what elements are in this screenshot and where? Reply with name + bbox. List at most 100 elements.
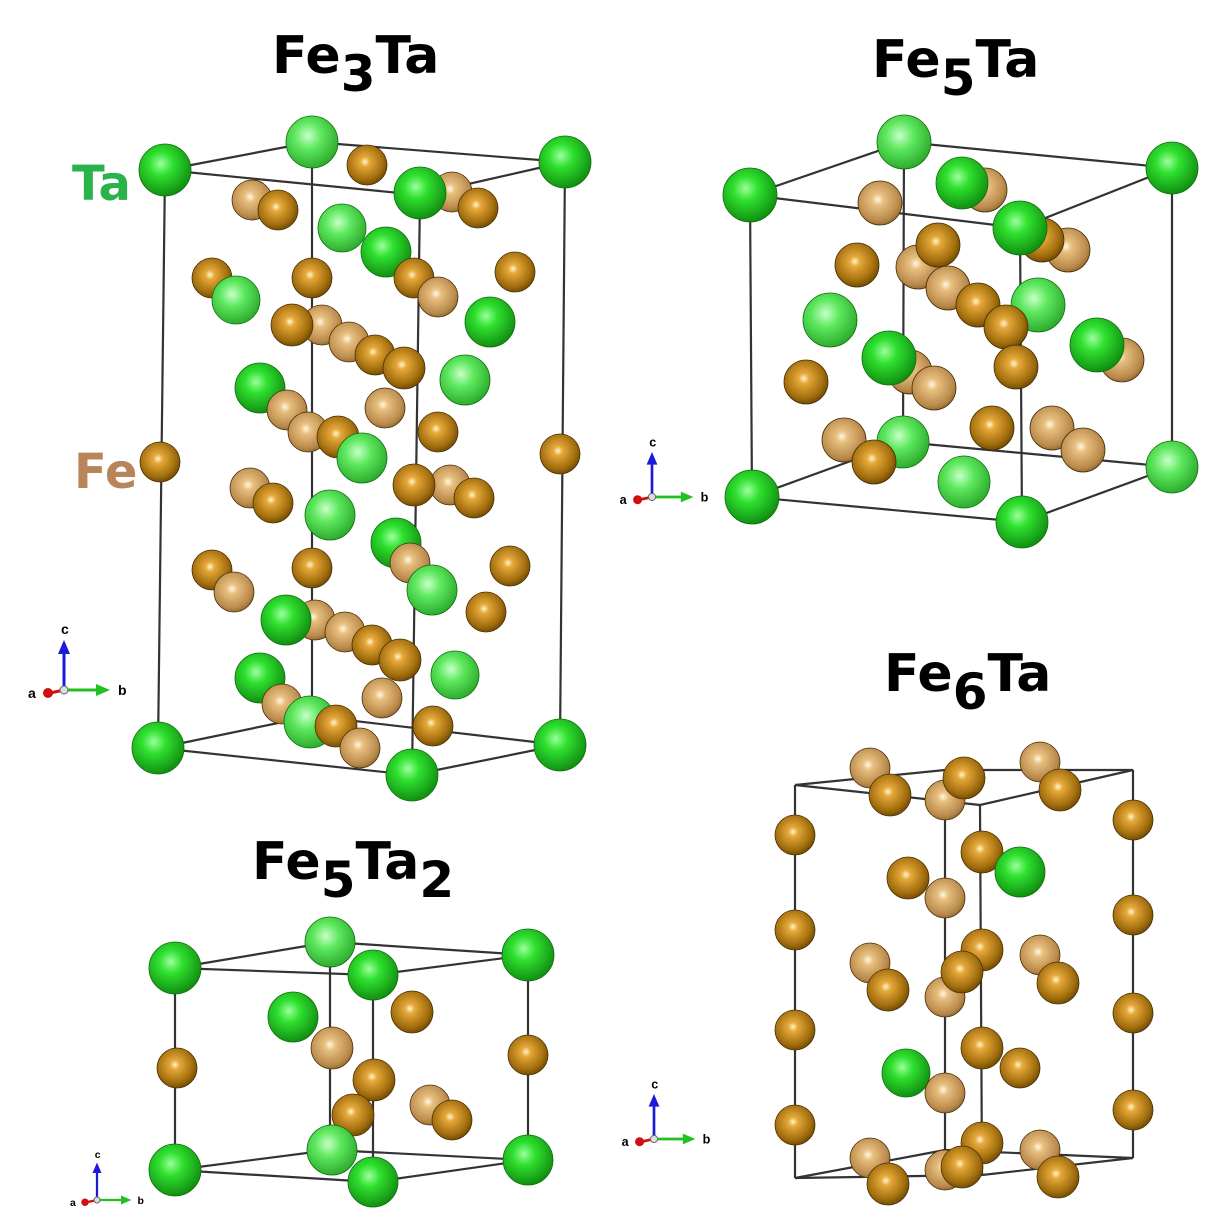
- fe-atom: [774, 1104, 816, 1146]
- ta-atom: [138, 143, 192, 197]
- triad-origin: [647, 492, 657, 502]
- fe-atom: [1112, 992, 1154, 1034]
- b-axis-label: b: [703, 1133, 711, 1147]
- fe-atom: [257, 189, 299, 231]
- ta-atom: [347, 949, 399, 1001]
- ta-atom: [306, 1124, 358, 1176]
- ta-atom: [1145, 440, 1199, 494]
- fe-atom: [213, 571, 255, 613]
- fe-atom: [412, 705, 454, 747]
- cell-edge: [372, 1158, 529, 1184]
- title-fe3ta: Fe3Ta: [272, 26, 440, 103]
- fe-atom: [924, 1072, 966, 1114]
- c-axis-arrowhead: [92, 1162, 102, 1173]
- fe-atom: [866, 968, 910, 1012]
- fe-atom: [940, 1145, 984, 1189]
- fe-atom: [774, 814, 816, 856]
- fe-atom: [382, 346, 426, 390]
- fe-atom: [999, 1047, 1041, 1089]
- ta-atom: [347, 1156, 399, 1208]
- fe-atom: [1112, 894, 1154, 936]
- legend-fe-label: Fe: [74, 444, 138, 500]
- fe-atom: [453, 477, 495, 519]
- c-axis-arrowhead: [58, 640, 70, 654]
- fe-atom: [960, 830, 1004, 874]
- c-axis-label: c: [95, 1149, 101, 1161]
- fe-atom: [1038, 768, 1082, 812]
- cell-edge: [748, 194, 754, 498]
- ta-atom: [724, 469, 780, 525]
- fe-atom: [139, 441, 181, 483]
- ta-atom: [304, 916, 356, 968]
- ta-atom: [1069, 317, 1125, 373]
- fe-atom: [291, 257, 333, 299]
- a-axis-label: a: [70, 1197, 76, 1209]
- fe-atom: [361, 677, 403, 719]
- title-fe5ta: Fe5Ta: [872, 30, 1040, 107]
- cell-edge: [164, 168, 421, 197]
- axes-triad-icon: c b a: [70, 1149, 144, 1209]
- b-axis-label: b: [138, 1195, 144, 1207]
- cell-edge: [329, 1148, 529, 1162]
- fe-atom: [378, 638, 422, 682]
- ta-atom: [406, 564, 458, 616]
- fe-atom: [465, 591, 507, 633]
- ta-atom: [995, 495, 1049, 549]
- fe-atom: [346, 144, 388, 186]
- triad-origin: [59, 685, 69, 695]
- fe-atom: [1036, 1155, 1080, 1199]
- ta-atom: [317, 203, 367, 253]
- legend-ta-label: Ta: [72, 156, 131, 212]
- b-axis-arrowhead: [680, 491, 694, 503]
- ta-atom: [464, 296, 516, 348]
- c-axis-label: c: [61, 621, 69, 637]
- ta-atom: [876, 114, 932, 170]
- fe-atom: [457, 187, 499, 229]
- fe-atom: [834, 242, 880, 288]
- fe-atom: [252, 482, 294, 524]
- fe-atom: [156, 1047, 198, 1089]
- fe-atom: [339, 727, 381, 769]
- fe-atom: [489, 545, 531, 587]
- c-axis-label: c: [649, 436, 656, 450]
- fe-atom: [960, 1026, 1004, 1070]
- cell-edge: [311, 140, 566, 164]
- triad-origin: [649, 1134, 659, 1144]
- b-axis-label: b: [701, 491, 709, 505]
- fe-atom: [291, 547, 333, 589]
- a-axis-label: a: [620, 493, 628, 507]
- fe-atom: [868, 773, 912, 817]
- ta-atom: [131, 721, 185, 775]
- atom-layer: [131, 114, 1199, 1208]
- ta-atom: [881, 1048, 931, 1098]
- fe-atom: [911, 365, 957, 411]
- fe-atom: [940, 950, 984, 994]
- b-axis-arrowhead: [682, 1133, 696, 1145]
- a-axis-arrowhead: [81, 1198, 89, 1206]
- ta-atom: [502, 1134, 554, 1186]
- axes-triad-icon: c b a: [620, 436, 709, 508]
- cell-edge: [751, 495, 1023, 524]
- axes-triad-icon: cba: [28, 621, 127, 701]
- ta-atom: [992, 200, 1048, 256]
- cell-edge: [902, 440, 1173, 469]
- b-axis-arrowhead: [121, 1195, 132, 1205]
- ta-atom: [267, 991, 319, 1043]
- title-fe6ta: Fe6Ta: [884, 644, 1052, 721]
- ta-atom: [802, 292, 858, 348]
- ta-atom: [385, 748, 439, 802]
- ta-atom: [360, 226, 412, 278]
- ta-atom: [211, 275, 261, 325]
- triad-origin: [93, 1196, 101, 1204]
- ta-atom: [937, 455, 991, 509]
- a-axis-arrowhead: [633, 495, 643, 505]
- fe-atom: [417, 276, 459, 318]
- ta-atom: [994, 846, 1046, 898]
- fe-atom: [1060, 427, 1106, 473]
- fe-atom: [310, 1026, 354, 1070]
- ta-atom: [861, 330, 917, 386]
- fe-atom: [942, 756, 986, 800]
- fe-atom: [392, 463, 436, 507]
- ta-atom: [1145, 141, 1199, 195]
